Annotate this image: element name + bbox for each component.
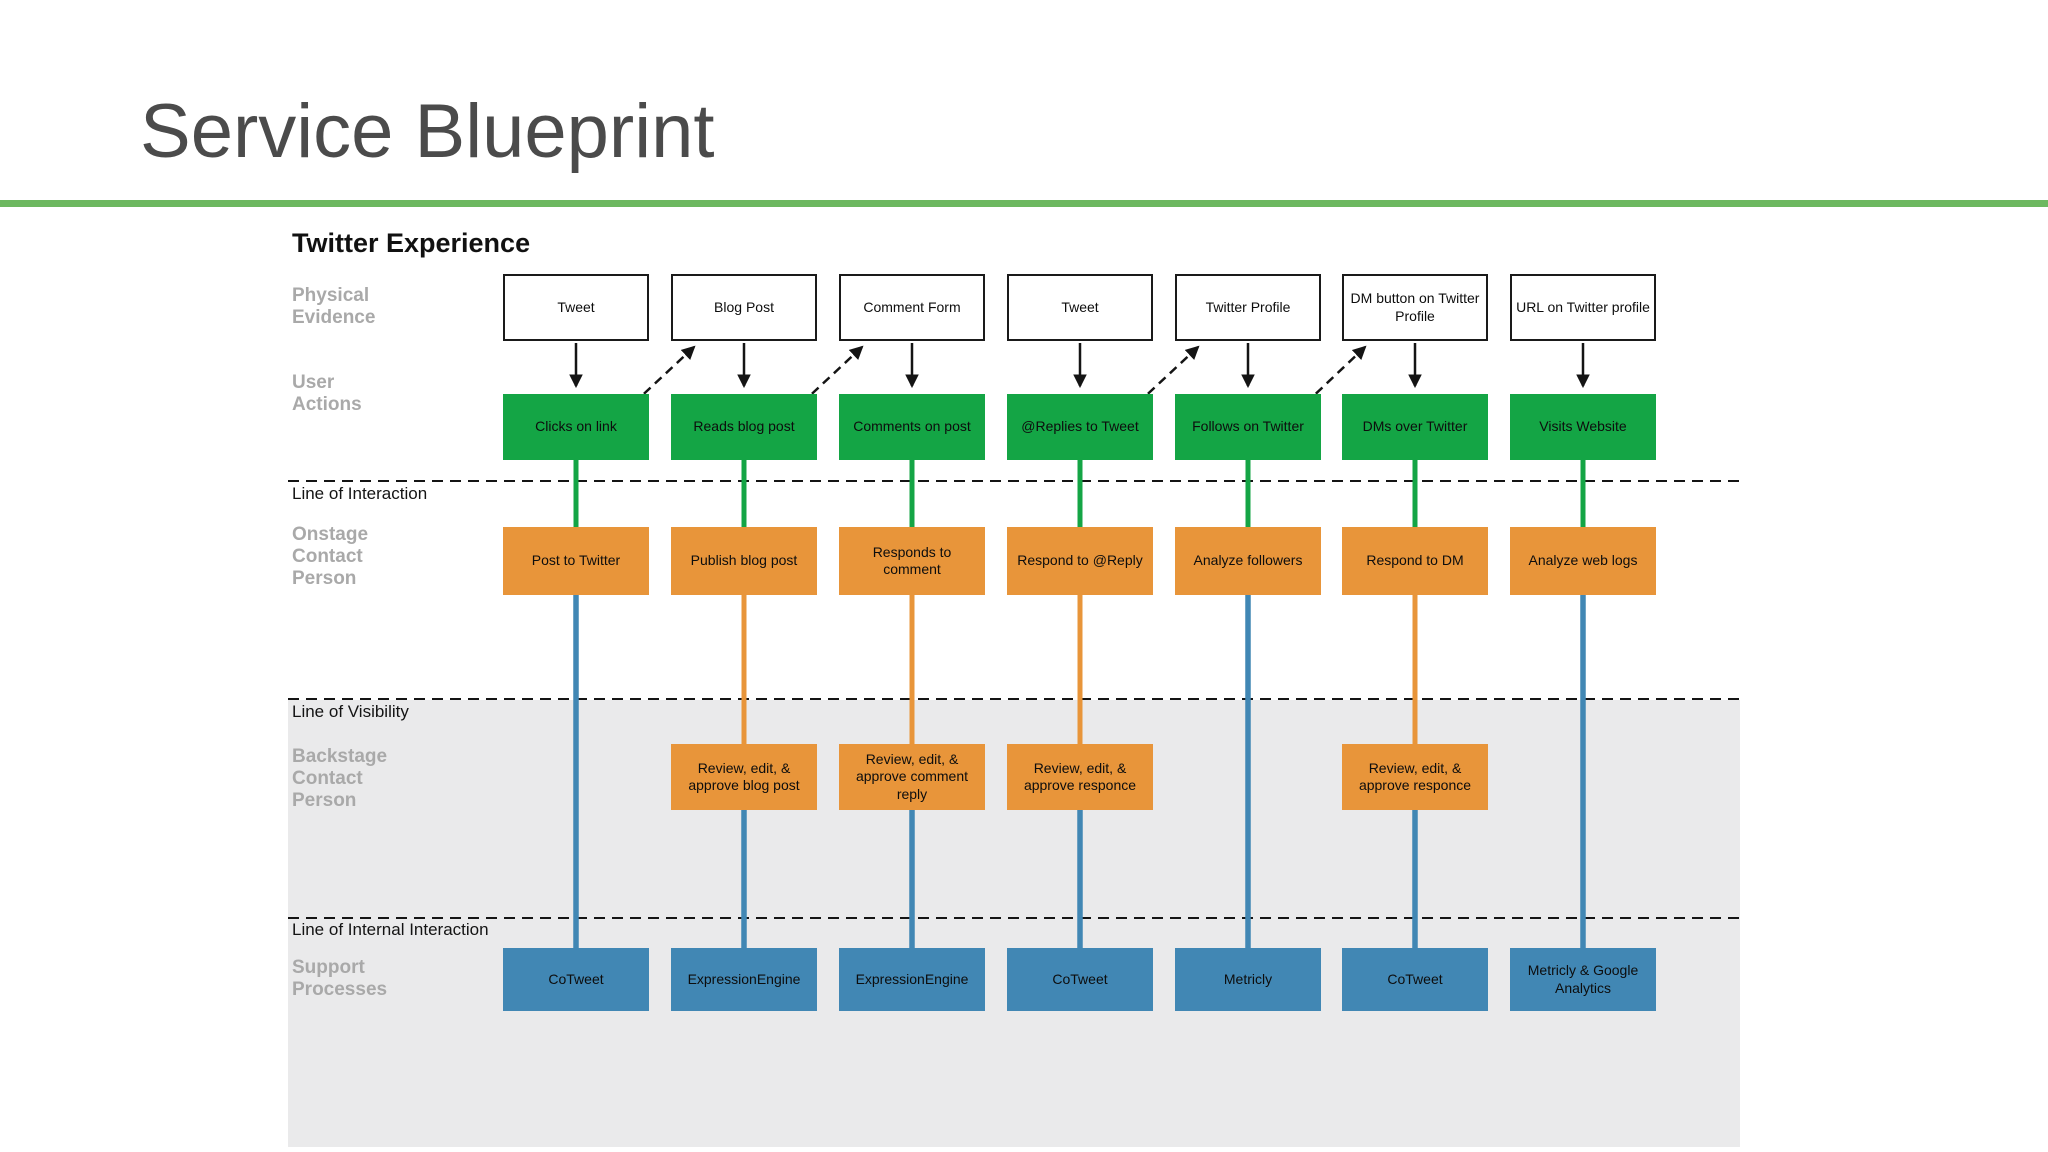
page-title: Service Blueprint (140, 89, 715, 174)
physical-evidence-box: Comment Form (839, 274, 985, 341)
row-label-physical-evidence: Physical Evidence (292, 285, 376, 329)
physical-evidence-box: Twitter Profile (1175, 274, 1321, 341)
backstage-contact-box: Review, edit, & approve blog post (671, 744, 817, 810)
physical-evidence-box: DM button on Twitter Profile (1342, 274, 1488, 341)
row-label-user-actions: User Actions (292, 372, 362, 416)
divider-label-line-of-visibility: Line of Visibility (292, 702, 409, 721)
user-action-box: Follows on Twitter (1175, 394, 1321, 460)
row-label-backstage-contact-person: Backstage Contact Person (292, 746, 388, 812)
support-process-box: ExpressionEngine (671, 948, 817, 1011)
user-action-box: Reads blog post (671, 394, 817, 460)
physical-evidence-box: Blog Post (671, 274, 817, 341)
diagram-title: Twitter Experience (292, 228, 531, 258)
onstage-contact-box: Analyze web logs (1510, 527, 1656, 595)
divider-label-line-of-internal-interaction: Line of Internal Interaction (292, 920, 489, 939)
onstage-contact-box: Analyze followers (1175, 527, 1321, 595)
backstage-contact-box: Review, edit, & approve responce (1007, 744, 1153, 810)
row-label-onstage-contact-person: Onstage Contact Person (292, 524, 369, 590)
divider-label-line-of-interaction: Line of Interaction (292, 484, 428, 503)
backstage-contact-box: Review, edit, & approve comment reply (839, 744, 985, 810)
user-action-box: @Replies to Tweet (1007, 394, 1153, 460)
physical-evidence-box: Tweet (1007, 274, 1153, 341)
onstage-contact-box: Respond to DM (1342, 527, 1488, 595)
support-process-box: ExpressionEngine (839, 948, 985, 1011)
row-label-support-processes: Support Processes (292, 957, 388, 1001)
support-process-box: CoTweet (503, 948, 649, 1011)
support-process-box: Metricly & Google Analytics (1510, 948, 1656, 1011)
title-accent-rule (0, 200, 2048, 207)
user-action-box: Comments on post (839, 394, 985, 460)
onstage-contact-box: Respond to @Reply (1007, 527, 1153, 595)
onstage-contact-box: Publish blog post (671, 527, 817, 595)
user-action-box: DMs over Twitter (1342, 394, 1488, 460)
onstage-contact-box: Post to Twitter (503, 527, 649, 595)
support-process-box: CoTweet (1007, 948, 1153, 1011)
backstage-contact-box: Review, edit, & approve responce (1342, 744, 1488, 810)
physical-evidence-box: Tweet (503, 274, 649, 341)
support-process-box: Metricly (1175, 948, 1321, 1011)
support-process-box: CoTweet (1342, 948, 1488, 1011)
onstage-contact-box: Responds to comment (839, 527, 985, 595)
physical-evidence-box: URL on Twitter profile (1510, 274, 1656, 341)
user-action-box: Clicks on link (503, 394, 649, 460)
user-action-box: Visits Website (1510, 394, 1656, 460)
